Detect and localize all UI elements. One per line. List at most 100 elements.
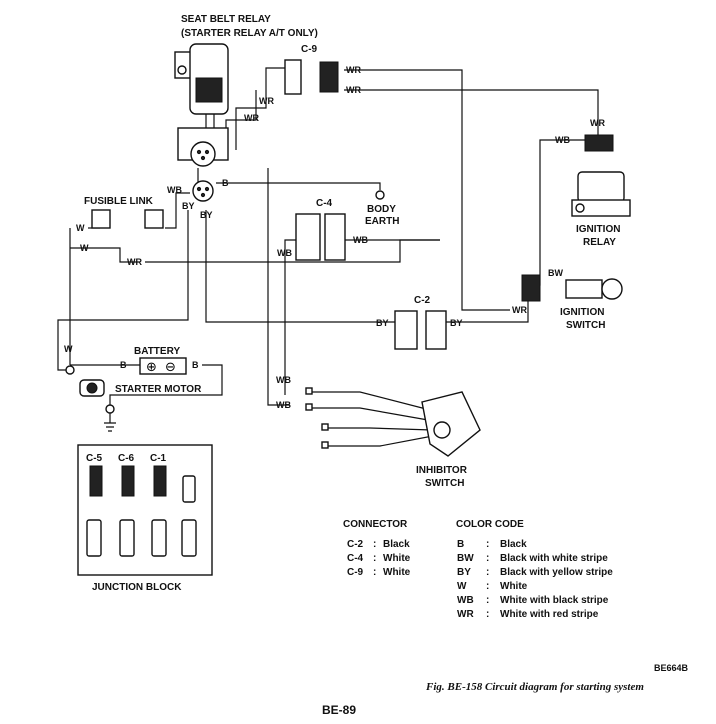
ignition-relay-bracket <box>571 199 631 217</box>
legend-code-sep: : <box>486 539 489 550</box>
legend-color-code-title: COLOR CODE <box>456 519 524 530</box>
c9-male <box>284 59 302 95</box>
legend-connector-sep: : <box>373 567 376 578</box>
wire-label-b: B <box>222 178 229 188</box>
wire-label-wb: WB <box>276 375 291 385</box>
legend-code-meaning: Black <box>500 539 527 550</box>
connector-c9: C-9 <box>284 44 339 95</box>
wire-inhibitor-3 <box>322 427 433 431</box>
c4-female <box>324 213 346 261</box>
inhibitor-switch-label-2: SWITCH <box>425 478 464 489</box>
page-number: BE-89 <box>322 703 356 717</box>
jb-socket <box>119 519 135 557</box>
legend-connector-id: C-9 <box>347 567 364 578</box>
seat-belt-relay-sublabel: (STARTER RELAY A/T ONLY) <box>181 28 318 39</box>
ignition-switch-label: IGNITION <box>560 307 604 318</box>
relay-harness-connector <box>192 180 214 202</box>
jb-socket <box>182 475 196 503</box>
wire-inhibitor-4 <box>322 434 439 447</box>
wire-labels: WR WR WR WR WR WB WB B BY BY W W WR WB W… <box>64 65 605 410</box>
seat-belt-relay: SEAT BELT RELAY (STARTER RELAY A/T ONLY) <box>174 14 318 202</box>
wire-label-w: W <box>80 243 89 253</box>
legend-code-meaning: White with red stripe <box>500 609 599 620</box>
legend-connector-title: CONNECTOR <box>343 519 408 530</box>
wire-fusible-w2 <box>70 247 140 263</box>
wire-label-wr: WR <box>590 118 605 128</box>
connector-c4: C-4 <box>295 198 346 261</box>
battery-plus-icon: ⊕ <box>146 360 157 375</box>
ignition-relay-label-2: RELAY <box>583 237 616 248</box>
ignition-switch-label-2: SWITCH <box>566 320 605 331</box>
wire-label-b: B <box>120 360 127 370</box>
ignition-switch-connector <box>521 274 541 302</box>
legend-code-meaning: White with black stripe <box>500 595 609 606</box>
wire-label-wb: WB <box>555 135 570 145</box>
wiring <box>57 67 599 447</box>
ignition-switch-key <box>601 278 623 300</box>
wire-label-by: BY <box>200 210 213 220</box>
ignition-relay-connector <box>584 134 614 152</box>
wire-label-wb: WB <box>277 248 292 258</box>
inhibitor-switch-body <box>421 391 481 457</box>
starter-motor-label: STARTER MOTOR <box>115 384 202 395</box>
inhibitor-switch: INHIBITOR SWITCH <box>305 387 481 489</box>
battery-body <box>139 357 187 375</box>
legend-code-sep: : <box>486 553 489 564</box>
wire-by-1 <box>57 210 189 371</box>
wire-label-wr: WR <box>512 305 527 315</box>
relay-leads <box>205 114 215 128</box>
ignition-relay-label: IGNITION <box>576 224 620 235</box>
legend-code: B <box>457 539 464 550</box>
starter-ground-terminal <box>105 404 115 414</box>
wire-c9-wr-top <box>344 69 510 311</box>
wire-relay-wb <box>165 192 190 229</box>
wire-by-2 <box>205 210 395 323</box>
legend-code-sep: : <box>486 609 489 620</box>
ignition-switch-body <box>565 279 603 299</box>
c9-label: C-9 <box>301 44 318 55</box>
legend-code-meaning: Black with yellow stripe <box>500 567 613 578</box>
jb-c1-socket <box>153 465 167 497</box>
inhibitor-switch-label: INHIBITOR <box>416 465 468 476</box>
legend-connector-sep: : <box>373 539 376 550</box>
fusible-link: FUSIBLE LINK <box>84 196 164 229</box>
wire-label-wr: WR <box>346 85 361 95</box>
legend-code: BY <box>457 567 471 578</box>
ignition-relay: IGNITION RELAY <box>571 134 631 248</box>
legend-code: WB <box>457 595 474 606</box>
legend-connector-id: C-4 <box>347 553 364 564</box>
wire-inhibitor-2 <box>306 407 429 421</box>
wire-label-bw: BW <box>548 268 563 278</box>
wire-label-b: B <box>192 360 199 370</box>
wire-c4-left <box>284 239 296 395</box>
wire-label-w: W <box>64 344 73 354</box>
legend-code-sep: : <box>486 581 489 592</box>
wire-label-wb: WB <box>276 400 291 410</box>
relay-mount-hole <box>177 65 187 75</box>
battery-minus-icon: ⊖ <box>165 360 176 375</box>
legend-connector-id: C-2 <box>347 539 364 550</box>
jb-socket <box>151 519 167 557</box>
c2-female <box>425 310 447 350</box>
jb-c5-label: C-5 <box>86 453 103 464</box>
fusible-link-label: FUSIBLE LINK <box>84 196 154 207</box>
figure-caption-text: Fig. BE-158 Circuit diagram for starting… <box>425 681 644 693</box>
fusible-link-1 <box>91 209 111 229</box>
legend-code-sep: : <box>486 567 489 578</box>
figure-code: BE664B <box>654 663 689 673</box>
jb-c5-socket <box>89 465 103 497</box>
battery-label: BATTERY <box>134 346 180 357</box>
wire-label-by: BY <box>376 318 389 328</box>
wire-inhibitor-wb <box>267 168 290 406</box>
wire-label-wr: WR <box>244 113 259 123</box>
figure-caption: BE664B Fig. BE-158 Circuit diagram for s… <box>322 663 689 717</box>
c2-label: C-2 <box>414 295 431 306</box>
wire-label-w: W <box>76 223 85 233</box>
ground-icon <box>104 413 116 432</box>
connector-c2: C-2 <box>394 295 447 350</box>
c2-male <box>394 310 418 350</box>
fusible-link-2 <box>144 209 164 229</box>
junction-block-label: JUNCTION BLOCK <box>92 582 182 593</box>
legend-connector-color: White <box>383 567 411 578</box>
wire-b-earth <box>216 182 381 190</box>
